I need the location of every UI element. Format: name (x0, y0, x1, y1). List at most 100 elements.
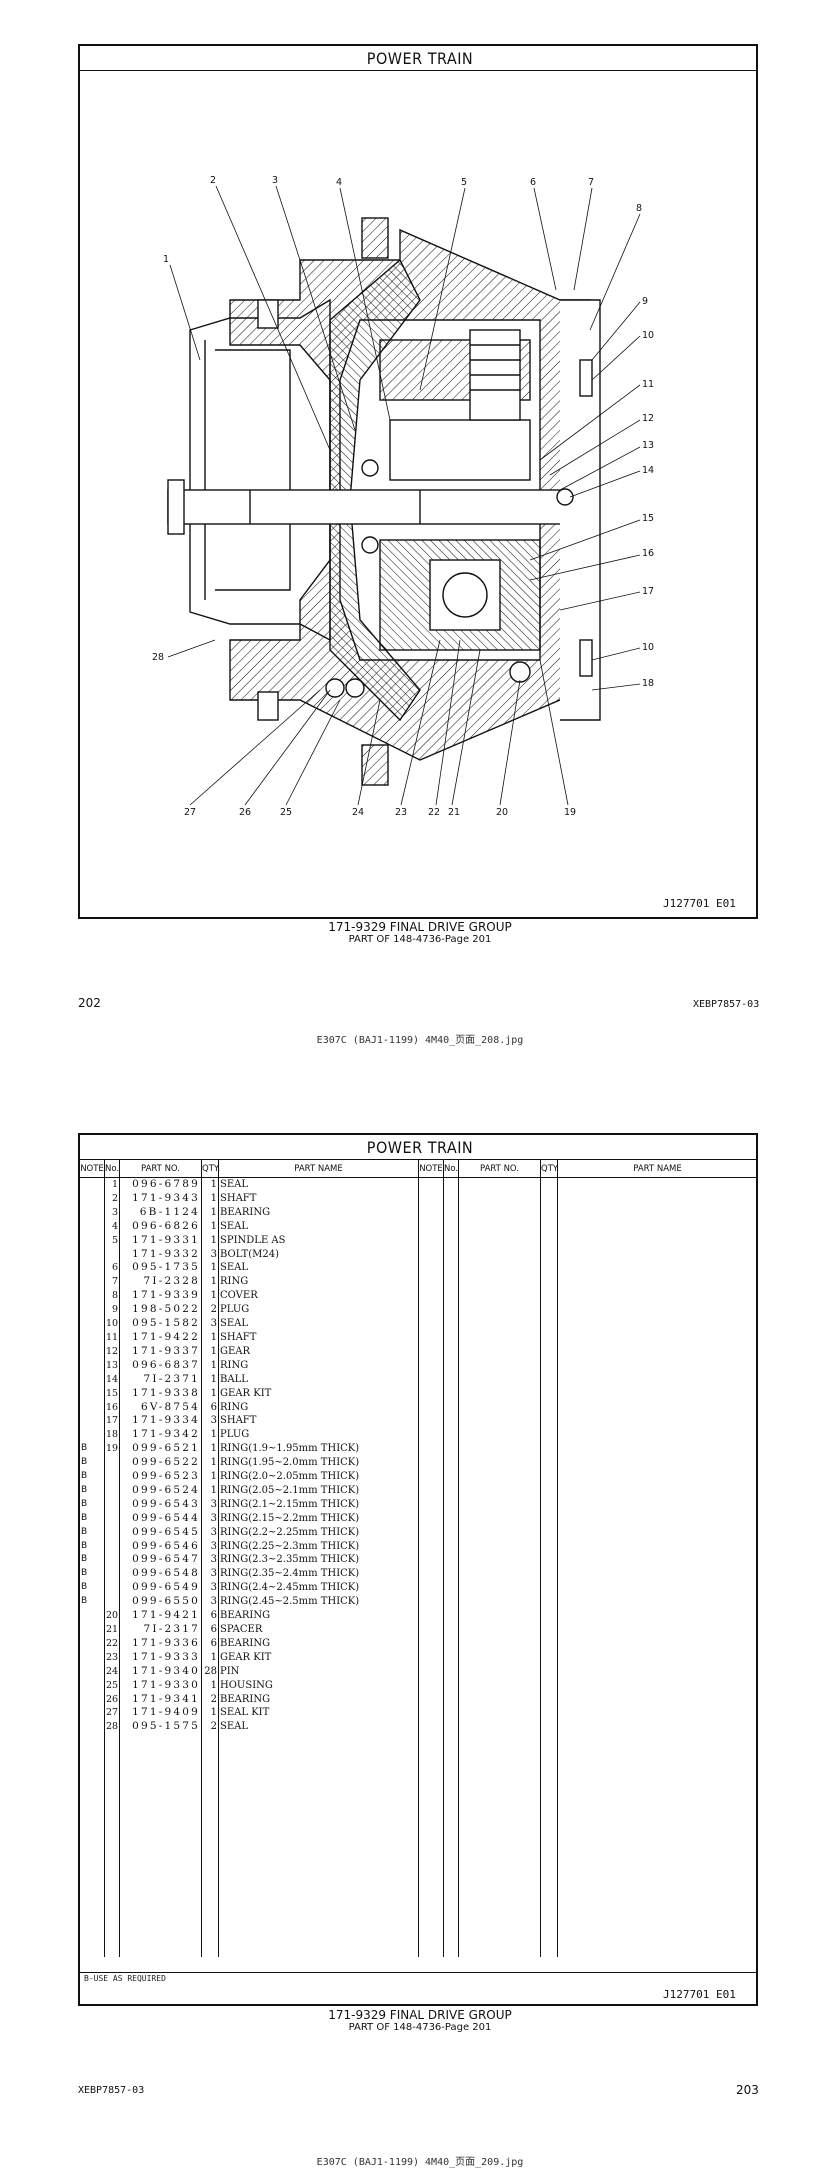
drawing-ref: J127701 E01 (663, 897, 736, 910)
cell-name: COVER (218, 1289, 419, 1304)
empty-cell (458, 1636, 541, 1651)
cell-qty: 6 (201, 1623, 219, 1637)
cell-qty: 1 (201, 1442, 219, 1457)
empty-cell (443, 1261, 459, 1276)
empty-cell (443, 1567, 459, 1582)
doc-id-left: XEBP7857-03 (78, 2085, 145, 2096)
empty-cell (458, 1595, 541, 1610)
empty-cell (119, 1789, 202, 1804)
empty-cell (104, 1748, 120, 1763)
empty-cell (557, 1483, 758, 1498)
empty-cell (557, 1400, 758, 1415)
col-part-no-2: PART NO. (458, 1159, 541, 1178)
empty-cell (119, 1859, 202, 1874)
empty-cell (458, 1428, 541, 1443)
cell-qty: 3 (201, 1247, 219, 1262)
empty-cell (443, 1205, 459, 1220)
cell-pn: 099-6549 (119, 1581, 202, 1596)
cell-note (79, 1219, 105, 1234)
callout-8: 8 (636, 203, 642, 214)
cell-pn: 171-9333 (119, 1650, 202, 1665)
cell-note (79, 1428, 105, 1443)
file-caption-2: E307C (BAJ1-1199) 4M40_页面_209.jpg (316, 2157, 524, 2168)
cell-note (79, 1330, 105, 1345)
empty-cell (418, 1706, 444, 1721)
empty-cell (458, 1928, 541, 1943)
empty-cell (104, 1942, 120, 1957)
cell-note (79, 1233, 105, 1248)
empty-cell (79, 1914, 105, 1929)
empty-cell (443, 1817, 459, 1832)
empty-cell (443, 1914, 459, 1929)
cell-pn: 171-9422 (119, 1330, 202, 1345)
cell-qty: 3 (201, 1497, 219, 1512)
cell-qty: 1 (201, 1706, 219, 1721)
cell-qty: 6 (201, 1636, 219, 1651)
empty-cell (540, 1623, 558, 1637)
footnote: B-USE AS REQUIRED (84, 1974, 166, 1983)
cell-name: BALL (218, 1372, 419, 1387)
empty-cell (557, 1692, 758, 1707)
empty-cell (443, 1497, 459, 1512)
cell-name: RING(2.05~2.1mm THICK) (218, 1483, 419, 1498)
empty-cell (458, 1873, 541, 1888)
empty-cell (418, 1205, 444, 1220)
empty-cell (418, 1553, 444, 1568)
empty-cell (443, 1706, 459, 1721)
cell-qty: 2 (201, 1303, 219, 1318)
callout-9: 9 (642, 296, 648, 307)
empty-cell (443, 1358, 459, 1373)
empty-cell (443, 1344, 459, 1359)
empty-cell (418, 1636, 444, 1651)
table-row (79, 1873, 758, 1888)
empty-cell (540, 1762, 558, 1776)
empty-cell (418, 1914, 444, 1929)
empty-cell (557, 1317, 758, 1331)
empty-cell (458, 1372, 541, 1387)
callout-26: 26 (239, 807, 251, 818)
empty-cell (458, 1303, 541, 1318)
empty-cell (557, 1177, 758, 1192)
empty-cell (557, 1525, 758, 1540)
cell-qty: 1 (201, 1358, 219, 1373)
table-row (79, 1928, 758, 1943)
empty-cell (418, 1887, 444, 1901)
cell-name: RING(1.95~2.0mm THICK) (218, 1456, 419, 1471)
empty-cell (443, 1942, 459, 1957)
empty-cell (443, 1483, 459, 1498)
cell-no: 16 (104, 1400, 120, 1415)
empty-cell (218, 1789, 419, 1804)
empty-cell (540, 1386, 558, 1401)
empty-cell (418, 1442, 444, 1457)
empty-cell (79, 1887, 105, 1901)
cell-qty: 3 (201, 1317, 219, 1331)
empty-cell (201, 1803, 219, 1818)
empty-cell (201, 1942, 219, 1957)
empty-cell (557, 1247, 758, 1262)
empty-cell (418, 1358, 444, 1373)
cell-pn: 7I-2328 (119, 1275, 202, 1290)
cell-pn: 171-9338 (119, 1386, 202, 1401)
empty-cell (557, 1803, 758, 1818)
cell-name: SEAL KIT (218, 1706, 419, 1721)
callout-7: 7 (588, 177, 594, 188)
cell-pn: 099-6544 (119, 1511, 202, 1526)
empty-cell (443, 1887, 459, 1901)
empty-cell (540, 1205, 558, 1220)
callout-17: 17 (642, 586, 654, 597)
cell-note (79, 1720, 105, 1735)
empty-cell (418, 1219, 444, 1234)
cell-pn: 171-9409 (119, 1706, 202, 1721)
empty-cell (418, 1567, 444, 1582)
empty-cell (418, 1483, 444, 1498)
empty-cell (79, 1900, 105, 1915)
empty-cell (443, 1831, 459, 1846)
cell-name: GEAR (218, 1344, 419, 1359)
cell-qty: 3 (201, 1581, 219, 1596)
empty-cell (119, 1845, 202, 1860)
